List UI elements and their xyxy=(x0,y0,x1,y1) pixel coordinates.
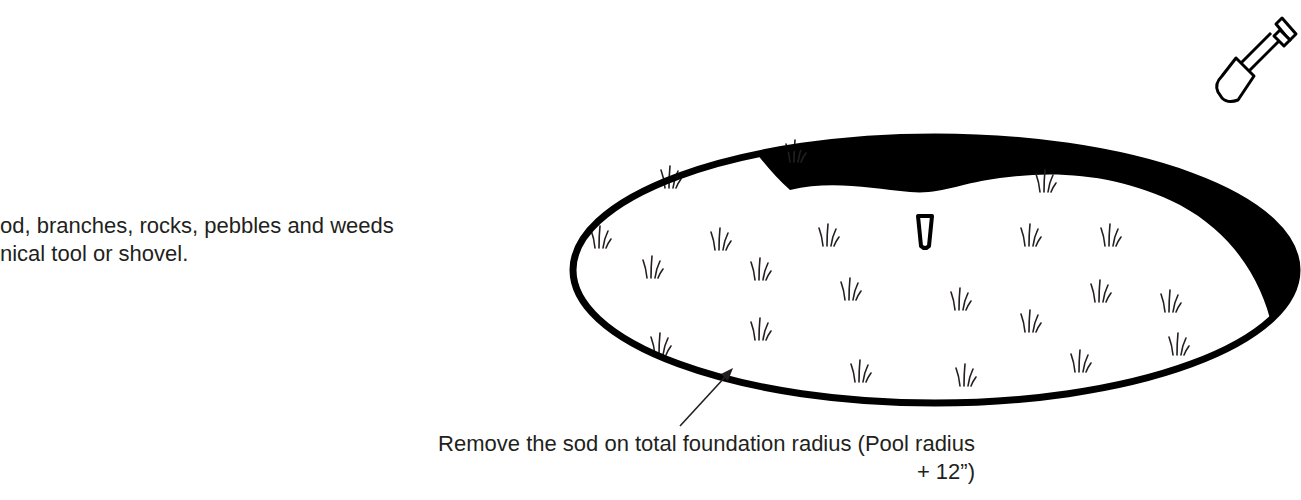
foundation-outline xyxy=(573,137,1297,403)
grass-stroke xyxy=(599,226,600,248)
grass-stroke xyxy=(856,291,861,300)
grass-stroke xyxy=(834,237,839,246)
grass-stroke xyxy=(751,322,755,340)
shovel-icon xyxy=(1217,18,1296,102)
leader-arrow xyxy=(680,368,733,426)
center-stake xyxy=(918,216,932,248)
grass-stroke xyxy=(866,373,871,382)
grass-stroke xyxy=(659,333,660,355)
grass-stroke xyxy=(1086,363,1091,372)
grass-stroke xyxy=(766,271,771,280)
grass-stroke xyxy=(1169,337,1173,355)
grass-stroke xyxy=(766,331,771,340)
instruction-text: nical tool or shovel. xyxy=(0,240,188,268)
grass-stroke xyxy=(1169,290,1170,312)
grass-stroke xyxy=(1051,183,1056,192)
grass-stroke xyxy=(966,301,971,310)
grass-stroke xyxy=(1091,284,1095,302)
grass-stroke xyxy=(666,346,671,355)
grass-stroke xyxy=(849,278,850,300)
grass-stroke xyxy=(1036,174,1040,192)
grass-stroke xyxy=(1106,293,1111,302)
grass-stroke xyxy=(651,256,652,278)
grass-stroke xyxy=(1079,350,1080,372)
grass-stroke xyxy=(1044,170,1045,192)
grass-stroke xyxy=(606,239,611,248)
grass-stroke xyxy=(1021,314,1025,332)
grass-stroke xyxy=(643,260,647,278)
grass-stroke xyxy=(1036,323,1041,332)
grass-stroke xyxy=(751,262,755,280)
grass-stroke xyxy=(1099,280,1100,302)
callout-note: Remove the sod on total foundation radiu… xyxy=(435,430,975,486)
grass-stroke xyxy=(1029,224,1030,246)
grass-stroke xyxy=(959,288,960,310)
grass-stroke xyxy=(1071,354,1075,372)
grass-stroke xyxy=(1029,310,1030,332)
grass-stroke xyxy=(951,292,955,310)
grass-stroke xyxy=(971,377,976,386)
grass-stroke xyxy=(964,364,965,386)
removed-sod-area xyxy=(735,120,1301,420)
grass-stroke xyxy=(759,318,760,340)
grass-stroke xyxy=(1116,237,1121,246)
grass-stroke xyxy=(956,368,960,386)
grass-stroke xyxy=(801,153,806,162)
grass-stroke xyxy=(1184,346,1189,355)
grass-stroke xyxy=(759,258,760,280)
grass-stroke xyxy=(827,224,828,246)
grass-stroke xyxy=(1021,228,1025,246)
grass-stroke xyxy=(1161,294,1165,312)
grass-stroke xyxy=(859,360,860,382)
grass-stroke xyxy=(1101,228,1105,246)
grass-stroke xyxy=(711,232,715,250)
grass-stroke xyxy=(1109,224,1110,246)
grass-stroke xyxy=(1176,303,1181,312)
grass-stroke xyxy=(819,228,823,246)
grass-stroke xyxy=(726,241,731,250)
instruction-text: od, branches, rocks, pebbles and weeds xyxy=(0,212,394,240)
grass-stroke xyxy=(1177,333,1178,355)
grass-stroke xyxy=(841,282,845,300)
grass-stroke xyxy=(1036,237,1041,246)
grass-stroke xyxy=(851,364,855,382)
grass-stroke xyxy=(719,228,720,250)
grass-stroke xyxy=(658,269,663,278)
